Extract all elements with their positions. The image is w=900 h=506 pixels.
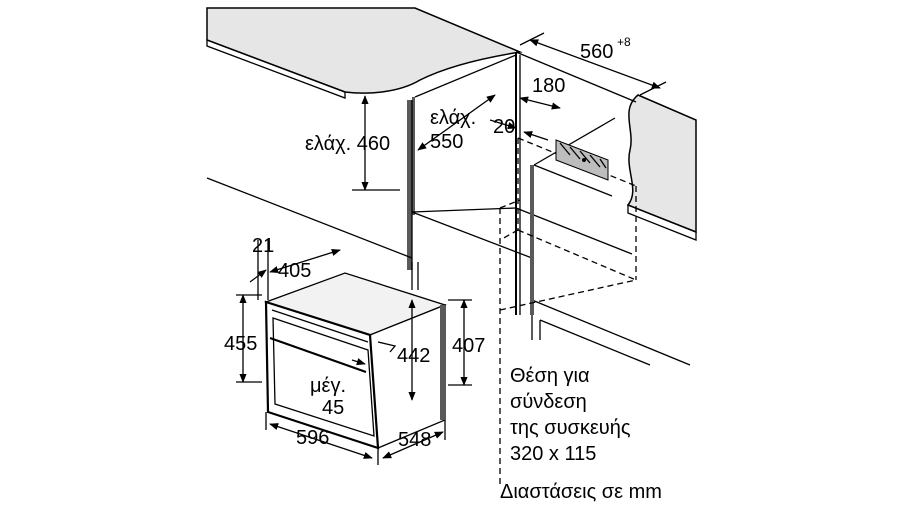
oven — [263, 272, 447, 450]
dim-45: 45 — [322, 397, 344, 419]
connection-note-line-4: 320 x 115 — [510, 443, 596, 465]
dim-442: 442 — [397, 345, 430, 367]
dim-407: 407 — [452, 335, 485, 357]
connection-box — [555, 139, 609, 181]
dim-20: 20 — [493, 116, 515, 138]
dim-21: 21 — [252, 235, 274, 257]
worktop-right — [626, 94, 697, 241]
dim-560: 560 — [580, 41, 613, 63]
dim-550: 550 — [430, 131, 463, 153]
dim-max-label: μέγ. — [310, 375, 346, 397]
connection-note-line-3: της συσκευής — [510, 417, 631, 439]
dim-min-label: ελάχ. — [430, 107, 476, 129]
dim-560-tolerance: +8 — [617, 35, 631, 49]
dim-180: 180 — [532, 75, 565, 97]
dim-405: 405 — [278, 260, 311, 282]
dim-596: 596 — [296, 427, 329, 449]
worktop-left — [206, 7, 523, 99]
connection-note-line-2: σύνδεση — [510, 391, 587, 413]
dim-548: 548 — [398, 429, 431, 451]
connection-note-line-1: Θέση για — [510, 365, 590, 387]
dim-min-460: ελάχ. 460 — [305, 133, 390, 155]
dimension-lines — [236, 32, 667, 465]
dim-455: 455 — [224, 333, 257, 355]
cabinet-niche — [206, 51, 691, 366]
units-caption: Διαστάσεις σε mm — [500, 481, 662, 503]
